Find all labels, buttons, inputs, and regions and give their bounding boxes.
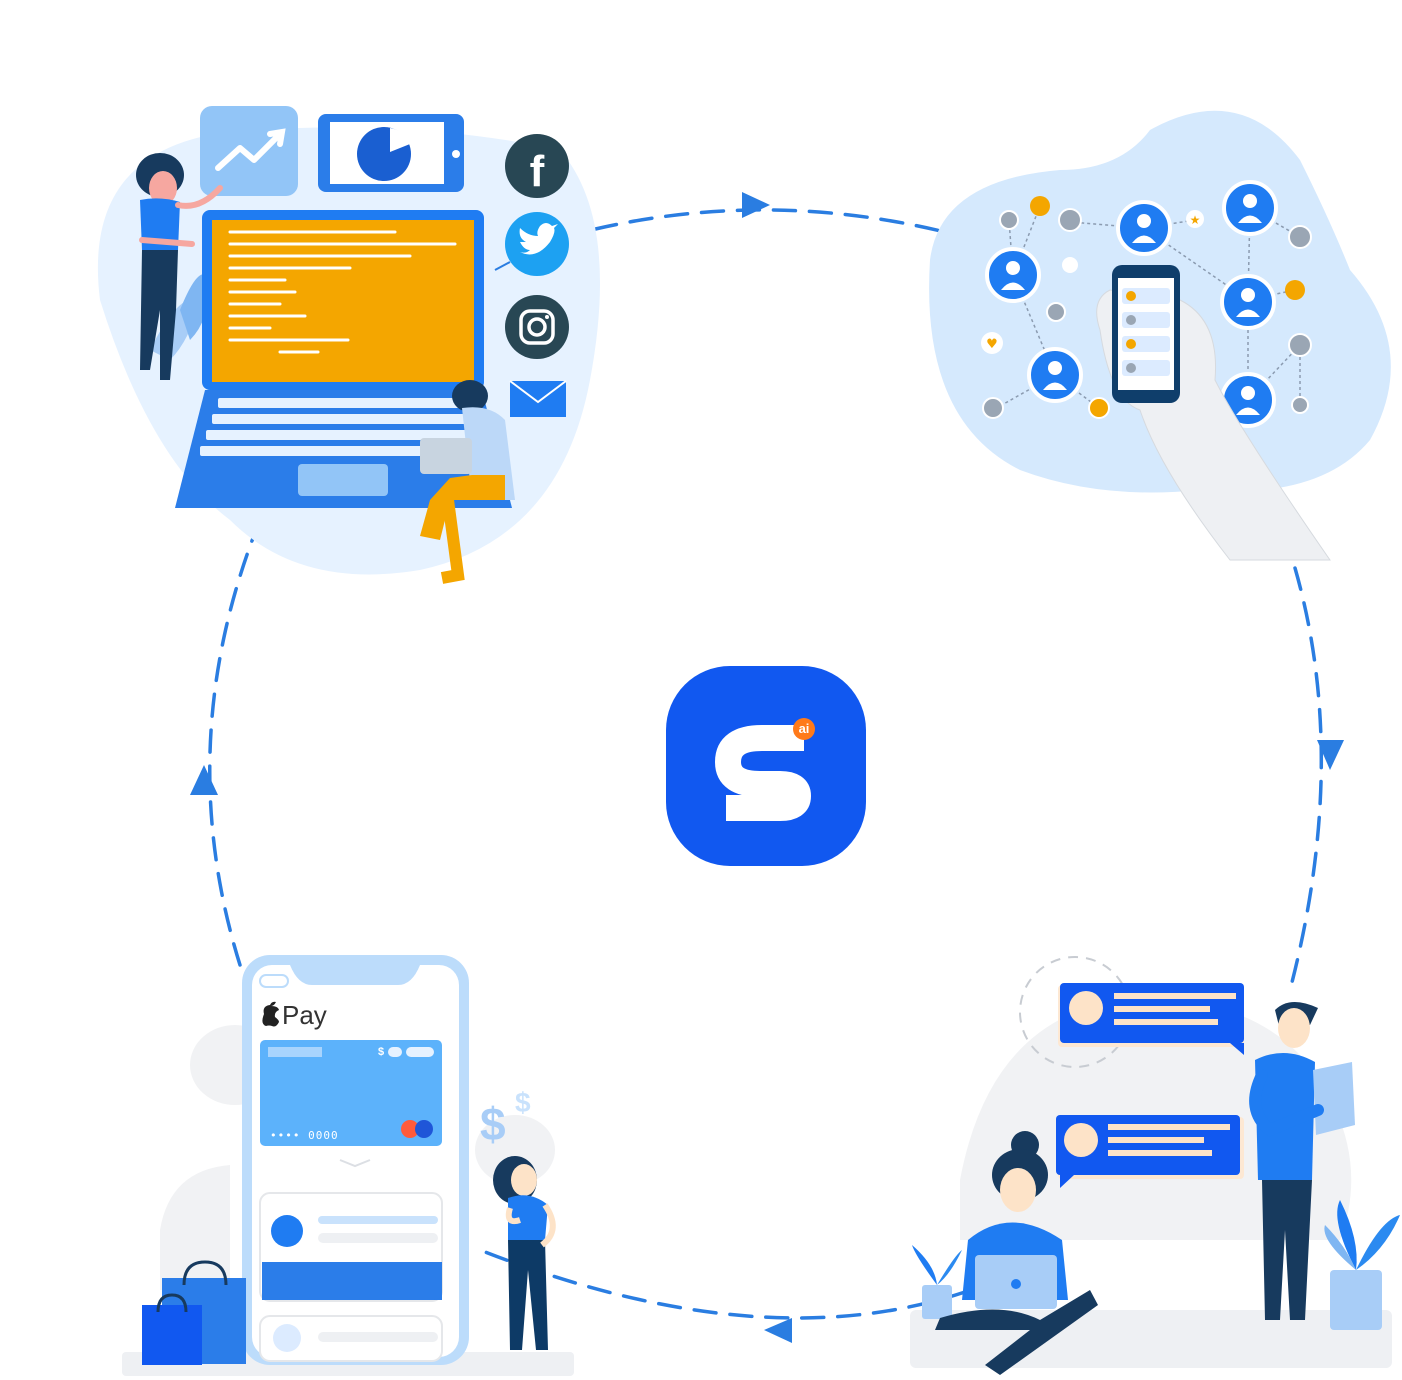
stage-social-network: ★ ♥: [929, 110, 1391, 561]
credit-card-icon: [260, 1040, 442, 1146]
chat-bubble-icon: [1058, 983, 1244, 1055]
wallet-label: Pay: [282, 1000, 327, 1030]
logo-s-letter: [715, 725, 811, 821]
person-shopper: [493, 1156, 556, 1350]
arrowhead-down: [1317, 740, 1344, 770]
svg-text:★: ★: [1190, 213, 1201, 227]
card-currency: $: [378, 1046, 385, 1058]
dollar-icon: $: [480, 1098, 506, 1150]
stage-support-chat: [910, 956, 1400, 1375]
phone-list: [1122, 288, 1170, 376]
stage-payment: $ $: [122, 955, 574, 1376]
shopping-bag-icon: [142, 1260, 246, 1365]
code-lines: [228, 230, 457, 354]
star-icon: [1186, 210, 1204, 228]
dollar-icon: [1088, 397, 1110, 419]
stage-marketing: f: [97, 106, 600, 584]
connector-marketing-to-social: [558, 208, 947, 240]
small-avatars: [982, 208, 1312, 419]
plant-icon: [1324, 1200, 1400, 1330]
dollar-icon: $: [515, 1087, 531, 1118]
facebook-icon: [505, 134, 569, 198]
chat-bubble-icon: [1056, 1115, 1244, 1188]
person-presenter: [136, 153, 223, 380]
person-sitting: [935, 1131, 1098, 1375]
arrowhead-right: [742, 192, 770, 218]
person-standing: [1249, 1001, 1355, 1320]
ai-badge: ai: [793, 718, 815, 740]
arrowhead-up: [190, 765, 218, 795]
svg-text:f: f: [530, 147, 545, 196]
trend-chart-icon: [200, 106, 298, 196]
plant-icon: [912, 1245, 962, 1319]
connector-payment-to-marketing: [208, 513, 264, 967]
user-avatar-icon: [985, 180, 1278, 428]
person-laptop-user: [420, 380, 515, 584]
tablet-icon: [1313, 1062, 1355, 1135]
app-logo: [666, 666, 866, 866]
card-number: •••• 0000: [270, 1129, 339, 1142]
heart-icon: [981, 332, 1003, 354]
connector-social-to-support: [1288, 566, 1324, 992]
thumbs-up-icon: [1285, 280, 1305, 300]
laptop-keyboard: [200, 398, 480, 456]
arrowhead-left: [764, 1318, 792, 1343]
thumbs-up-icon: [1030, 196, 1050, 216]
connector-support-to-payment: [478, 1248, 967, 1320]
instagram-icon: [505, 295, 569, 359]
flow-arrowheads: [190, 192, 1344, 1343]
svg-text:♥: ♥: [986, 337, 998, 352]
